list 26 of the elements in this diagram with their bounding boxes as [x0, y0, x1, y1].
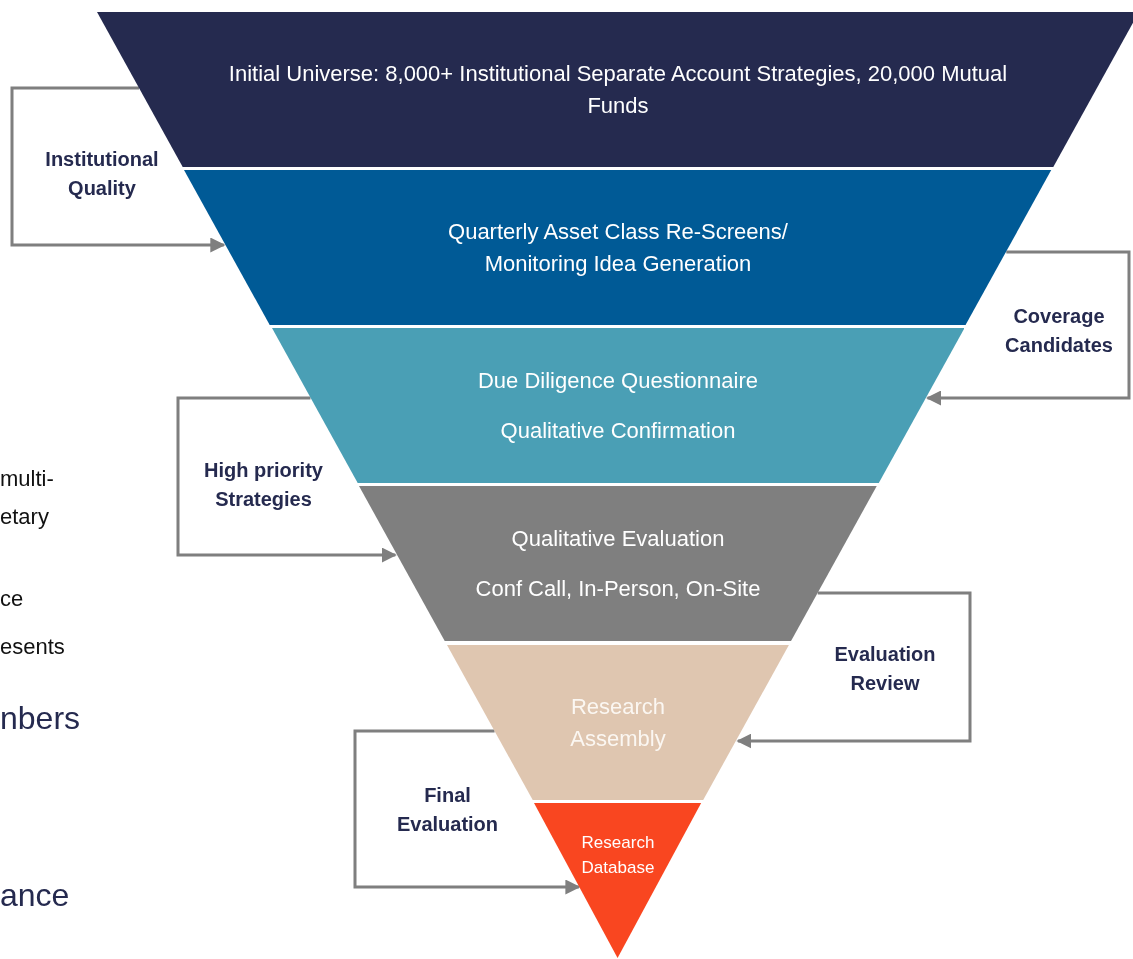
funnel-band [534, 803, 702, 958]
bracket-arrow [10, 86, 226, 253]
bracket-arrow [176, 396, 397, 563]
band-text: Due Diligence Questionnaire [477, 366, 758, 395]
bracket-arrow [926, 250, 1131, 406]
text-fragment: esents [0, 634, 65, 660]
band-text: Research Database [580, 831, 656, 879]
edge-label: Final Evaluation [395, 783, 500, 837]
edge-label: Evaluation Review [833, 642, 937, 696]
band-text: Qualitative Evaluation [511, 524, 725, 553]
text-fragment: ance [0, 877, 70, 914]
text-fragment: etary [0, 504, 49, 530]
band-text: Initial Universe: 8,000+ Institutional Separate Account Strategies, 20,000 Mutual Funds [227, 59, 1009, 120]
bracket-arrow [736, 591, 972, 749]
band-text: Quarterly Asset Class Re-Screens/ Monitoring Idea Generation [447, 217, 789, 278]
band-text: Research Assembly [569, 692, 667, 753]
text-fragment: ce [0, 586, 24, 612]
edge-label: High priority Strategies [203, 458, 324, 512]
band-text: Conf Call, In-Person, On-Site [475, 574, 761, 603]
funnel-band [359, 486, 877, 641]
bracket-arrow [353, 729, 581, 895]
band-text: Qualitative Confirmation [500, 416, 736, 445]
edge-label: Coverage Candidates [1004, 304, 1114, 358]
edge-label: Institutional Quality [44, 147, 160, 201]
text-fragment: nbers [0, 700, 81, 737]
text-fragment: multi- [0, 466, 54, 492]
